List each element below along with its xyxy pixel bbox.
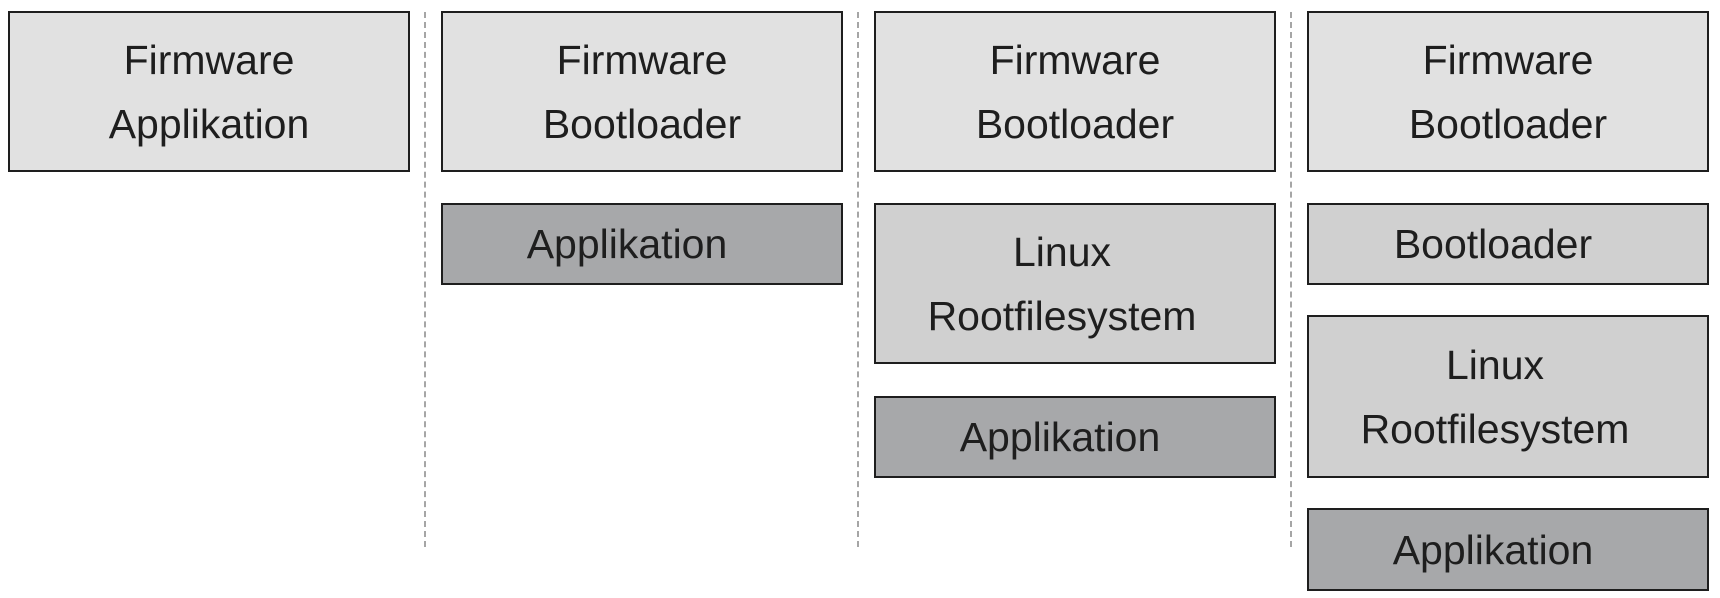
block-label-line: Linux — [1012, 228, 1111, 275]
block-label-line: Bootloader — [975, 100, 1175, 147]
block-label-line: Bootloader — [1393, 221, 1593, 267]
block-label-line: Applikation — [108, 100, 310, 147]
column-divider-1 — [424, 12, 426, 547]
column-divider-3 — [1290, 12, 1292, 547]
bootloader-block: Bootloader — [1307, 203, 1709, 285]
block-label-line: Linux — [1445, 341, 1544, 388]
firmware-bootloader-block: Firmware Bootloader — [441, 11, 843, 172]
application-block: Applikation — [874, 396, 1276, 478]
block-label-line: Firmware — [556, 36, 728, 83]
block-label-line: Bootloader — [1408, 100, 1608, 147]
block-label-line: Rootfilesystem — [927, 292, 1197, 339]
linux-rootfilesystem-block: Linux Rootfilesystem — [1307, 315, 1709, 478]
block-label-line: Firmware — [123, 36, 295, 83]
column-divider-2 — [857, 12, 859, 547]
linux-rootfilesystem-block: Linux Rootfilesystem — [874, 203, 1276, 364]
block-label-line: Bootloader — [542, 100, 742, 147]
block-label-line: Applikation — [959, 414, 1161, 460]
block-label-line: Applikation — [526, 221, 728, 267]
firmware-application-block: Firmware Applikation — [8, 11, 410, 172]
application-block: Applikation — [441, 203, 843, 285]
block-label-line: Firmware — [989, 36, 1161, 83]
application-block: Applikation — [1307, 508, 1709, 591]
firmware-bootloader-block: Firmware Bootloader — [874, 11, 1276, 172]
firmware-bootloader-block: Firmware Bootloader — [1307, 11, 1709, 172]
block-label-line: Rootfilesystem — [1360, 405, 1630, 452]
block-label-line: Applikation — [1392, 526, 1594, 573]
block-label-line: Firmware — [1422, 36, 1594, 83]
